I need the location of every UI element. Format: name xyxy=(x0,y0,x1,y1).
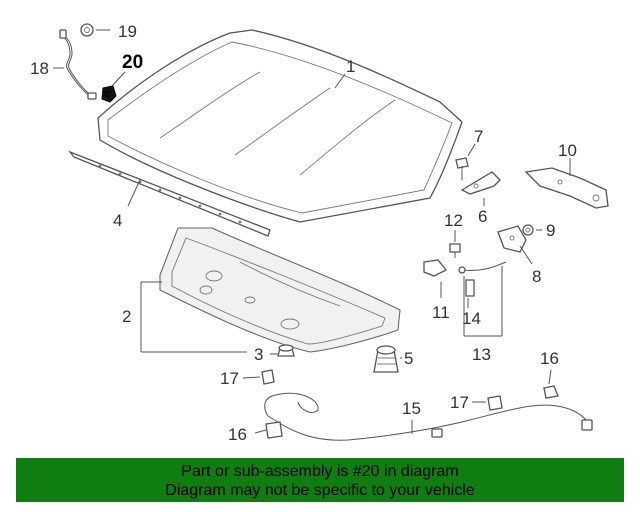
hood-weatherstrip xyxy=(67,150,271,237)
bolt-part-9 xyxy=(522,224,534,236)
callout-16-left: 16 xyxy=(228,425,247,444)
callout-12: 12 xyxy=(444,211,463,230)
bolt-part-7 xyxy=(455,157,469,180)
callout-19: 19 xyxy=(118,22,137,41)
callout-16-right: 16 xyxy=(540,349,559,368)
info-banner: Part or sub-assembly is #20 in diagram D… xyxy=(16,458,624,502)
latch-part-11 xyxy=(423,259,448,277)
callout-11: 11 xyxy=(432,303,450,322)
hood-panel xyxy=(97,29,463,223)
grommet-part-19 xyxy=(80,23,94,37)
clip-part-16-right xyxy=(543,385,559,399)
clip-part-16-left xyxy=(265,421,283,439)
callout-10: 10 xyxy=(558,141,577,160)
hood-hinge-part-6 xyxy=(460,171,501,195)
release-cable-part-15 xyxy=(264,392,593,441)
leader-lines xyxy=(53,29,571,434)
callout-17-left: 17 xyxy=(220,369,239,388)
callout-1: 1 xyxy=(346,57,355,76)
clip-part-14 xyxy=(465,279,475,297)
hood-bumper-part-5 xyxy=(373,345,399,373)
callout-15: 15 xyxy=(402,399,421,418)
banner-line-2: Diagram may not be specific to your vehi… xyxy=(165,482,475,499)
callout-17-right: 17 xyxy=(450,393,469,412)
callout-2: 2 xyxy=(122,307,131,326)
callout-3: 3 xyxy=(254,345,263,364)
callout-6: 6 xyxy=(478,207,487,226)
clip-part-17-left xyxy=(261,369,275,385)
callout-18: 18 xyxy=(30,59,49,78)
callout-5: 5 xyxy=(404,349,413,368)
callout-14: 14 xyxy=(462,309,481,328)
callout-13: 13 xyxy=(472,345,491,364)
hood-hinge-part-10 xyxy=(524,167,609,209)
clip-part-3 xyxy=(277,344,295,357)
callout-9: 9 xyxy=(546,221,555,240)
banner-line-1: Part or sub-assembly is #20 in diagram xyxy=(181,463,459,480)
bolt-part-12 xyxy=(449,243,461,258)
washer-hose-part-18 xyxy=(59,29,97,100)
parts-diagram: 1 2 3 4 5 6 7 8 9 10 11 12 13 14 15 16 1… xyxy=(30,22,609,444)
callout-8: 8 xyxy=(532,267,541,286)
callout-labels: 1 2 3 4 5 6 7 8 9 10 11 12 13 14 15 16 1… xyxy=(30,22,577,444)
release-cable-part-13 xyxy=(458,261,507,274)
callout-4: 4 xyxy=(113,211,122,230)
clip-part-17-right xyxy=(487,395,503,411)
callout-7: 7 xyxy=(474,127,483,146)
callout-20-highlighted: 20 xyxy=(122,52,143,73)
highlighted-part-20 xyxy=(101,85,117,103)
hood-insulator xyxy=(159,227,401,353)
hood-latch-part-8 xyxy=(497,225,527,253)
